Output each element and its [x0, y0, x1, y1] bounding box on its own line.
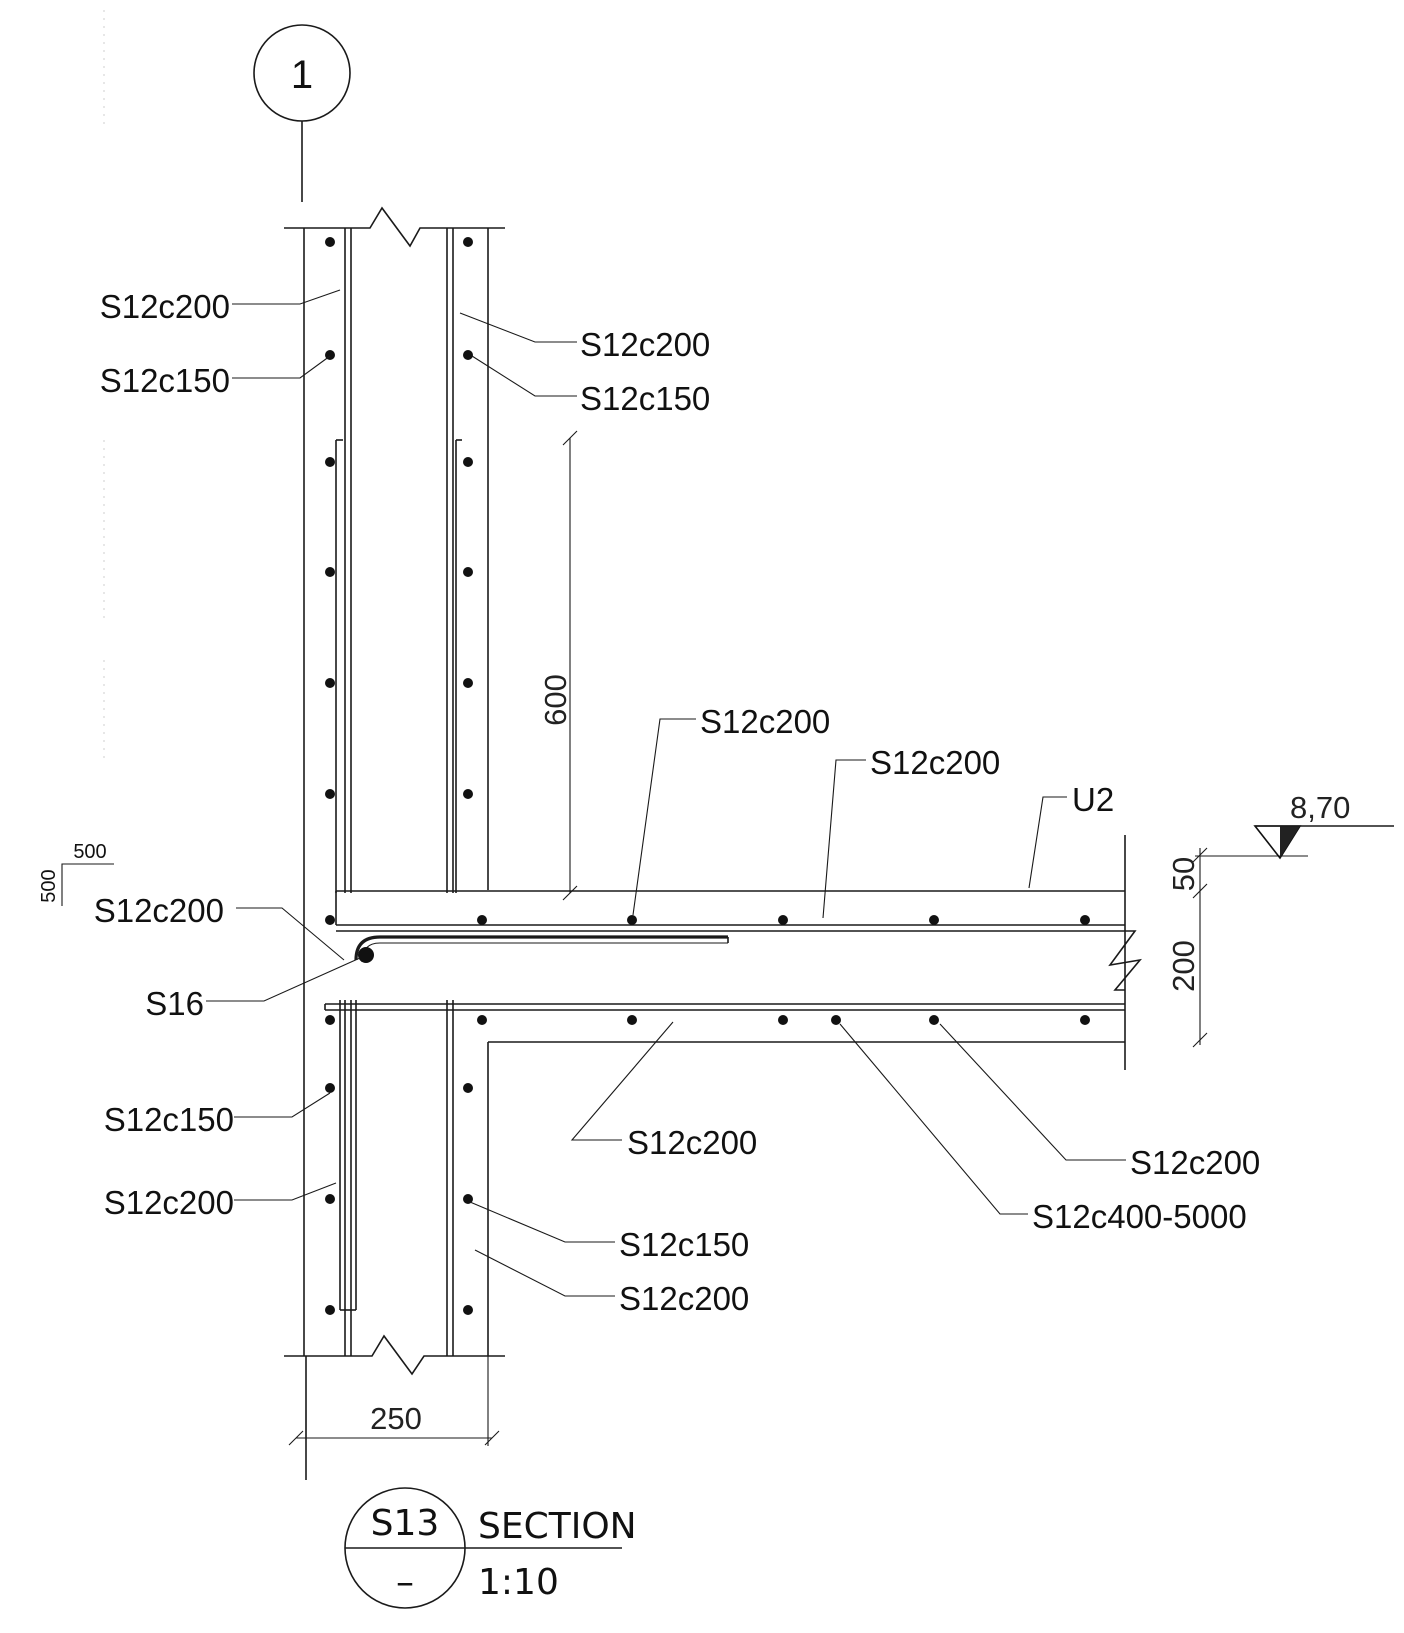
- dimensions: 600 50 200 250 500 500: [38, 430, 1308, 1446]
- label-wall-bottom-left-2: S12c200: [104, 1184, 234, 1221]
- level-value: 8,70: [1290, 790, 1350, 825]
- label-slab-top-2: S12c200: [870, 744, 1000, 781]
- label-wall-bottom-right-1: S12c150: [619, 1226, 749, 1263]
- section-scale: 1:10: [478, 1562, 559, 1603]
- dim-chamfer-h: 500: [73, 841, 106, 863]
- slab: [324, 835, 1142, 1070]
- rebar-dots: [325, 237, 1090, 1315]
- label-slab-top-1: S12c200: [700, 703, 830, 740]
- dim-screed: 50: [1166, 857, 1201, 891]
- label-junction-left: S12c200: [94, 892, 224, 929]
- leader-lines: [206, 289, 1126, 1297]
- label-junction-bar: S16: [145, 985, 204, 1022]
- label-wall-top-left-1: S12c200: [100, 288, 230, 325]
- wall: [284, 206, 505, 1480]
- wall-vertical-bars: [335, 228, 462, 1356]
- section-title: SECTION: [478, 1506, 637, 1547]
- section-sheet: –: [396, 1562, 414, 1603]
- grid-marker: 1: [253, 24, 351, 202]
- level-marker: 8,70: [1253, 790, 1394, 860]
- rebar-labels: S12c200 S12c150 S12c200 S12c150 S12c200 …: [94, 288, 1261, 1317]
- label-slab-bottom-2: S12c200: [1130, 1144, 1260, 1181]
- label-wall-bottom-right-2: S12c200: [619, 1280, 749, 1317]
- section-id: S13: [371, 1503, 440, 1544]
- label-wall-top-right-1: S12c200: [580, 326, 710, 363]
- label-slab-bottom-3: S12c400-5000: [1032, 1198, 1247, 1235]
- dim-lap: 600: [538, 674, 573, 726]
- grid-label: 1: [291, 53, 313, 97]
- label-wall-top-right-2: S12c150: [580, 380, 710, 417]
- dim-slab: 200: [1166, 940, 1201, 992]
- label-wall-bottom-left-1: S12c150: [104, 1101, 234, 1138]
- label-slab-bottom-1: S12c200: [627, 1124, 757, 1161]
- dim-chamfer-v: 500: [38, 869, 60, 902]
- section-title-block: S13 – SECTION 1:10: [344, 1487, 637, 1609]
- label-slab-top-u2: U2: [1072, 781, 1114, 818]
- dim-wall: 250: [370, 1401, 422, 1436]
- label-wall-top-left-2: S12c150: [100, 362, 230, 399]
